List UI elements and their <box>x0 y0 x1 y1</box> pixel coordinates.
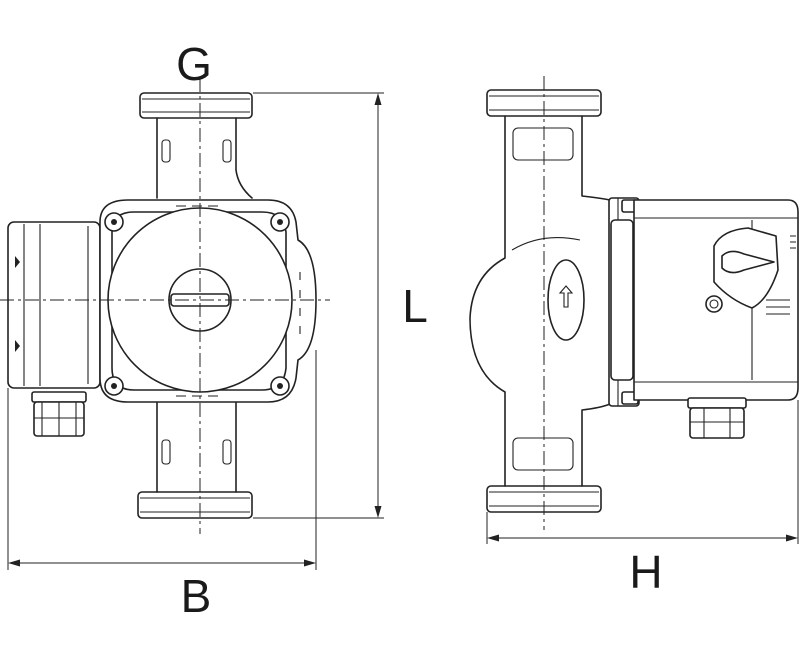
front-bottom-neck <box>156 401 237 493</box>
front-top-flange <box>139 92 253 119</box>
dimension-l <box>253 92 384 519</box>
label-l: L <box>402 280 428 332</box>
label-h: H <box>629 546 662 598</box>
side-cable-gland <box>687 397 747 439</box>
front-corner-screws <box>104 212 290 396</box>
side-pump-body <box>469 115 611 487</box>
front-view <box>0 78 330 534</box>
side-mounting-ring <box>608 197 640 407</box>
front-top-neck <box>156 117 253 199</box>
front-cable-gland <box>31 391 87 437</box>
front-terminal-box <box>7 221 101 389</box>
label-b: B <box>181 570 212 622</box>
label-g: G <box>176 38 212 90</box>
speed-selector-knob <box>713 227 779 309</box>
front-center-lines <box>0 78 330 534</box>
front-bottom-flange <box>137 491 253 519</box>
dimension-h <box>486 400 799 544</box>
indicator-light <box>705 295 723 313</box>
dimension-b <box>7 350 317 570</box>
side-view <box>469 76 799 530</box>
